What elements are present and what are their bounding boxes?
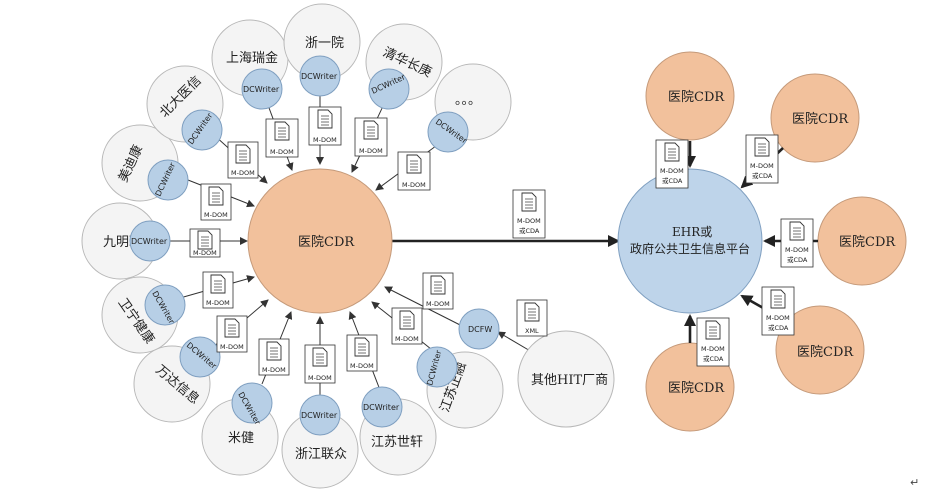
svg-text:M-DOM: M-DOM: [359, 147, 383, 155]
vendor-other-hit: 其他HIT厂商 DCFW: [458, 308, 615, 428]
return-mark: ↵: [910, 476, 919, 489]
vendor-more: 。。。 DCWriter: [427, 63, 512, 153]
dcwriter-badge: [368, 68, 410, 110]
dcwriter-badge: [147, 159, 189, 201]
vendor-zheyiyuan: 浙一院 DCWriter: [283, 3, 361, 97]
svg-text:M-DOM: M-DOM: [193, 249, 217, 257]
vendor-jiangsu-shixuan: 江苏世轩 DCWriter: [359, 386, 437, 476]
svg-text:M-DOM: M-DOM: [262, 366, 286, 374]
vendor-name: 其他HIT厂商: [531, 373, 608, 388]
svg-text:或CDA: 或CDA: [662, 176, 683, 185]
svg-text:DCWriter: DCWriter: [363, 403, 400, 412]
vendor-qinghua-changgeng: 清华长庚 DCWriter: [365, 23, 443, 110]
dcwriter-badge: [361, 386, 403, 428]
vendor-name: 。。。: [455, 93, 481, 108]
svg-text:政府公共卫生信息平台: 政府公共卫生信息平台: [630, 241, 750, 256]
svg-text:M-DOM: M-DOM: [766, 314, 790, 322]
svg-text:M-DOM: M-DOM: [660, 167, 684, 175]
dcfw-badge: [458, 308, 500, 350]
vendor-zhejiang-lianzhong: 浙江联众 DCWriter: [281, 394, 359, 489]
svg-text:M-DOM: M-DOM: [220, 343, 244, 351]
vendor-mijian: 米健 DCWriter: [201, 382, 279, 476]
vendor-name: 上海瑞金: [226, 50, 278, 66]
svg-text:M-DOM: M-DOM: [231, 169, 255, 177]
svg-text:M-DOM: M-DOM: [785, 246, 809, 254]
svg-text:M-DOM: M-DOM: [313, 136, 337, 144]
dcwriter-badge: [416, 346, 458, 388]
vendor-name: 米健: [228, 431, 254, 446]
vendor-shanghai-ruijin: 上海瑞金 DCWriter: [211, 19, 289, 110]
svg-text:或CDA: 或CDA: [787, 255, 808, 264]
svg-text:M-DOM: M-DOM: [701, 345, 725, 353]
vendor-meidikang: 美迪康 DCWriter: [101, 124, 189, 202]
dcwriter-badge: [299, 55, 341, 97]
svg-text:M-DOM: M-DOM: [517, 217, 541, 225]
doc-icons: M-DOM M-DOM M-DOM M-DOM M-DOM M-DOM M-DO…: [189, 106, 548, 384]
svg-text:M-DOM: M-DOM: [750, 162, 774, 170]
svg-text:或CDA: 或CDA: [519, 226, 540, 235]
svg-text:医院CDR: 医院CDR: [668, 90, 725, 105]
remote-cdr-1: 医院CDR: [645, 51, 735, 141]
vendor-name: 浙一院: [305, 36, 344, 51]
svg-text:DCWriter: DCWriter: [301, 72, 338, 81]
svg-text:DCWriter: DCWriter: [301, 411, 338, 420]
svg-text:XML: XML: [525, 327, 539, 335]
vendor-beida-yixin: 北大医信 DCWriter: [146, 65, 224, 151]
svg-text:EHR或: EHR或: [672, 225, 712, 239]
vendor-name: 浙江联众: [295, 447, 347, 462]
hub-label: 医院CDR: [298, 235, 355, 250]
svg-text:M-DOM: M-DOM: [395, 335, 419, 343]
vendor-name: 江苏世轩: [371, 434, 423, 450]
vendor-jiangsu-zhengrong: 江苏正融 DCWriter: [416, 346, 504, 429]
remote-cdr-3: 医院CDR: [817, 196, 907, 286]
dcwriter-badge: [299, 394, 341, 436]
dcwriter-badge: [144, 284, 186, 326]
svg-text:M-DOM: M-DOM: [308, 374, 332, 382]
svg-text:DCWriter: DCWriter: [243, 85, 280, 94]
svg-text:或CDA: 或CDA: [768, 323, 789, 332]
svg-text:M-DOM: M-DOM: [402, 181, 426, 189]
svg-text:或CDA: 或CDA: [703, 354, 724, 363]
dcwriter-badge: [179, 336, 221, 378]
svg-text:DCWriter: DCWriter: [131, 237, 168, 246]
svg-text:医院CDR: 医院CDR: [797, 345, 854, 360]
ehr-platform: EHR或 政府公共卫生信息平台: [617, 168, 763, 314]
vendor-jiumingzhu: 九明珠 DCWriter: [81, 202, 171, 280]
dcwriter-badge: [181, 109, 223, 151]
svg-text:或CDA: 或CDA: [752, 171, 773, 180]
hospital-cdr-hub: 医院CDR: [247, 168, 393, 314]
dcwriter-badge: [129, 220, 171, 262]
svg-text:医院CDR: 医院CDR: [668, 381, 725, 396]
svg-text:M-DOM: M-DOM: [206, 299, 230, 307]
svg-text:M-DOM: M-DOM: [426, 300, 450, 308]
svg-text:医院CDR: 医院CDR: [792, 112, 849, 127]
vendor-weining: 卫宁健康 DCWriter: [101, 276, 186, 354]
svg-text:M-DOM: M-DOM: [204, 211, 228, 219]
dcwriter-badge: [427, 111, 469, 153]
vendor-wanda: 万达信息 DCWriter: [133, 336, 221, 423]
remote-cdr-4: 医院CDR: [775, 305, 865, 395]
svg-text:M-DOM: M-DOM: [270, 148, 294, 156]
svg-text:医院CDR: 医院CDR: [839, 235, 896, 250]
remote-cdr-2: 医院CDR: [770, 73, 860, 163]
svg-text:M-DOM: M-DOM: [350, 362, 374, 370]
dcwriter-badge: [231, 382, 273, 424]
svg-text:DCFW: DCFW: [468, 325, 492, 334]
dcwriter-badge: [241, 68, 283, 110]
